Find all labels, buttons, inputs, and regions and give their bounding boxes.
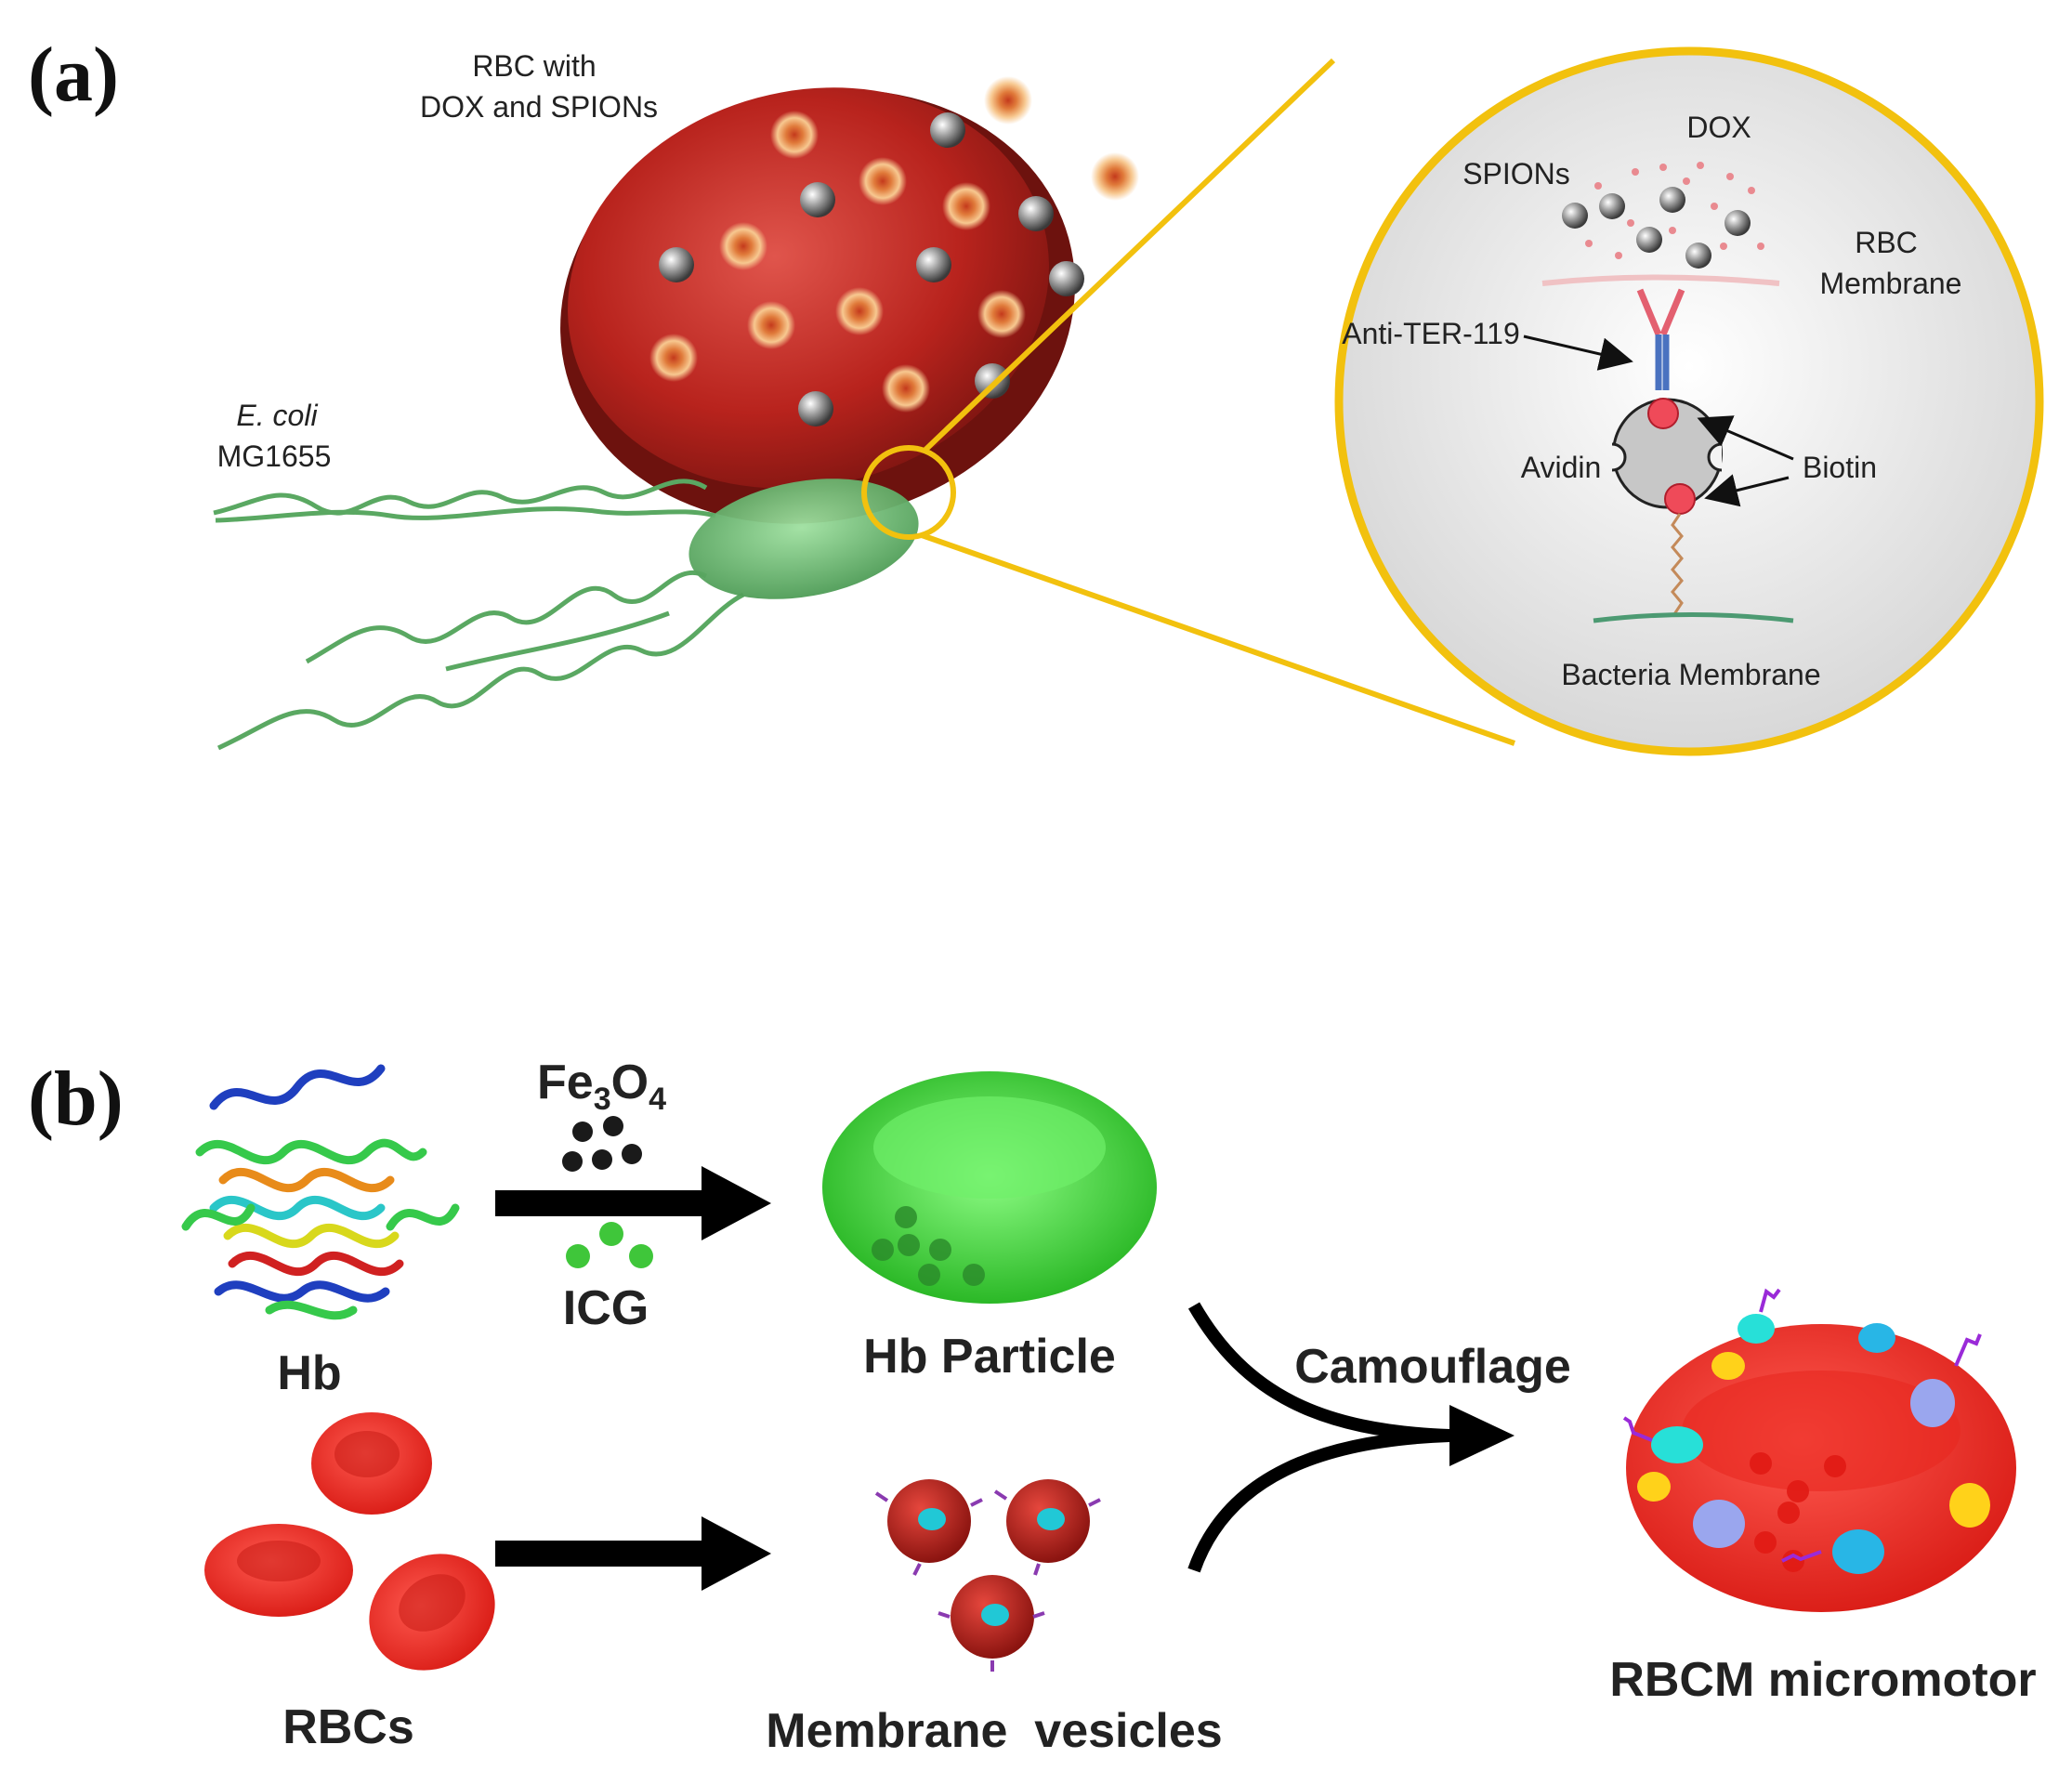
zoom-bacteria-membrane: [1593, 612, 1794, 623]
fe3o4-sub2: 4: [649, 1082, 666, 1117]
zoom-rbc-membrane-line1: RBC: [1855, 226, 1918, 259]
zoom-rbc-membrane-line2: Membrane: [1820, 267, 1962, 300]
zoom-spions: [1562, 187, 1751, 269]
dox-particles: [649, 76, 1139, 413]
zoom-rbc-membrane: [1541, 274, 1780, 286]
fe3o4-label: Fe3O4: [537, 1056, 666, 1117]
zoom-biotin-label: Biotin: [1803, 451, 1877, 484]
panel-b-label: (b): [28, 1056, 124, 1142]
camouflage-arrowhead: [1449, 1405, 1515, 1466]
rbcm-micromotor-label: RBCM micromotor: [1609, 1653, 2036, 1707]
zoom-bacteria-membrane-label: Bacteria Membrane: [1561, 658, 1820, 691]
membrane-vesicles-label: Membrane vesicles: [766, 1704, 1222, 1758]
hb-particle: [822, 1071, 1157, 1304]
camouflage-label: Camouflage: [1294, 1340, 1571, 1394]
bottom-arrow: [495, 1516, 771, 1591]
zoom-avidin-label: Avidin: [1521, 451, 1602, 484]
zoom-arrows: [1523, 334, 1794, 507]
hb-protein-structure: [181, 1064, 460, 1320]
fe3o4-fe: Fe: [537, 1056, 594, 1109]
fe3o4-sub1: 3: [594, 1082, 611, 1117]
rbc-label-line1: RBC with: [472, 49, 596, 83]
zoom-dox-dots: [1585, 162, 1764, 259]
fe3o4-particles: [562, 1116, 642, 1172]
camouflage-arrow: [1187, 1302, 1450, 1573]
ecoli-body: [688, 479, 919, 599]
icg-label: ICG: [563, 1281, 649, 1335]
rbc-label-line2: DOX and SPIONs: [420, 90, 658, 124]
membrane-vesicles: [874, 1479, 1101, 1672]
fe3o4-o: O: [611, 1056, 649, 1109]
avidin-protein: [1611, 398, 1723, 515]
ecoli-flagella: [213, 479, 745, 751]
rbcm-micromotor: [1622, 1288, 2016, 1612]
icg-particles: [566, 1222, 653, 1268]
hb-label: Hb: [277, 1346, 341, 1400]
zoom-dox-label: DOX: [1686, 111, 1751, 144]
zoom-spions-label: SPIONs: [1462, 157, 1570, 190]
rbcs-cells: [204, 1412, 495, 1671]
ecoli-label-line1: E. coli: [236, 399, 318, 432]
biotin-linker: [1671, 513, 1684, 615]
spion-particles: [659, 112, 1084, 426]
top-arrow: [495, 1166, 771, 1240]
zoom-callout: [861, 46, 2044, 756]
panel-a-label: (a): [28, 32, 119, 118]
rbcs-label: RBCs: [282, 1700, 414, 1754]
hb-particle-label: Hb Particle: [863, 1330, 1116, 1384]
ecoli-label-line2: MG1655: [217, 439, 332, 473]
anti-ter-119-antibody: [1636, 288, 1685, 390]
zoom-anti-ter-label: Anti-TER-119: [1342, 317, 1519, 350]
